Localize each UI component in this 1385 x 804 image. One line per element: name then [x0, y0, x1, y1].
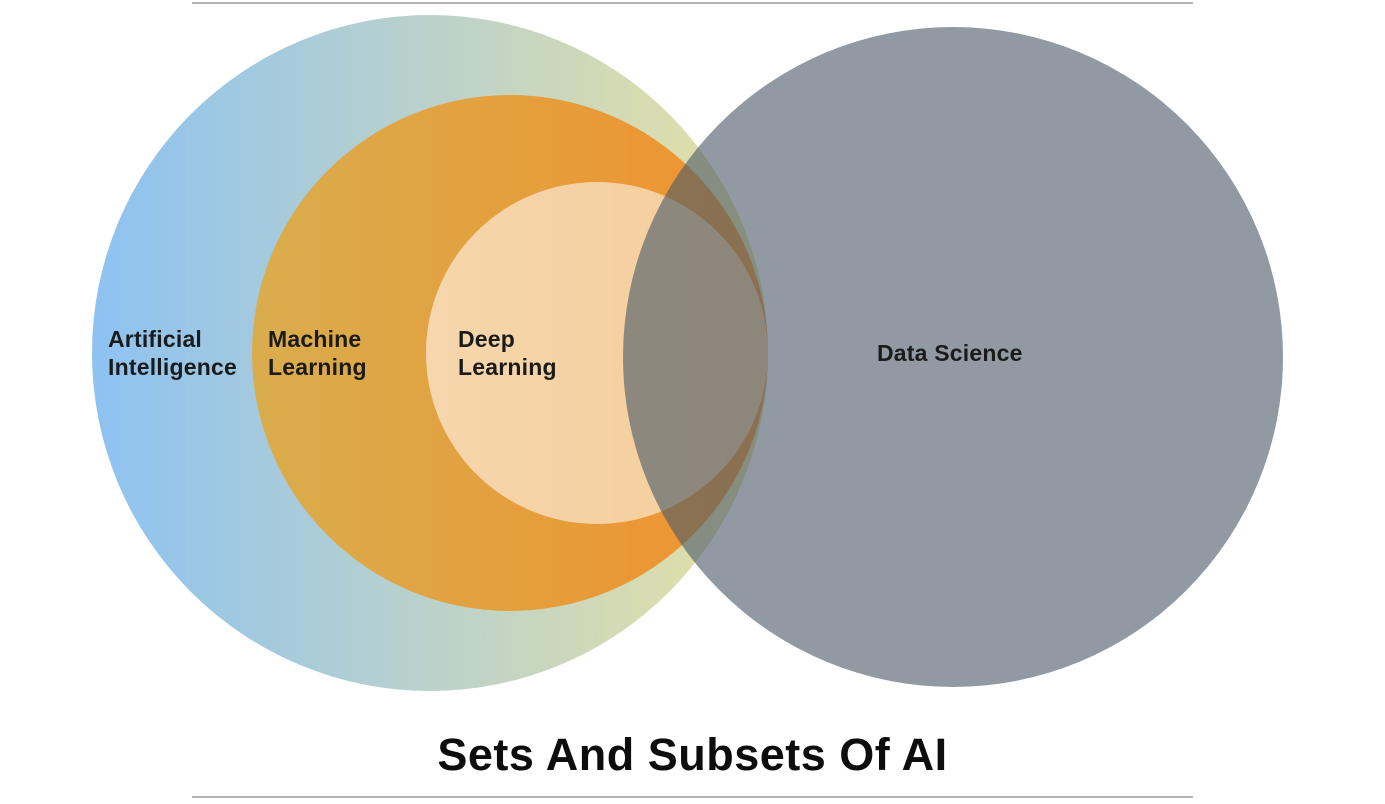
diagram-title: Sets And Subsets Of AI — [437, 729, 948, 780]
top-divider — [192, 2, 1193, 4]
deep-learning-label-line2: Learning — [458, 354, 557, 380]
bottom-divider — [192, 796, 1193, 798]
data-science-circle — [623, 27, 1283, 687]
deep-learning-label: Deep Learning — [458, 325, 557, 381]
machine-learning-label-line2: Learning — [268, 354, 367, 380]
artificial-intelligence-label-line2: Intelligence — [108, 354, 237, 380]
artificial-intelligence-label-line1: Artificial — [108, 326, 203, 352]
machine-learning-label-line1: Machine — [268, 326, 362, 352]
machine-learning-label: Machine Learning — [268, 325, 367, 381]
artificial-intelligence-label: Artificial Intelligence — [108, 325, 237, 381]
data-science-label: Data Science — [877, 340, 1023, 366]
deep-learning-label-line1: Deep — [458, 326, 516, 352]
